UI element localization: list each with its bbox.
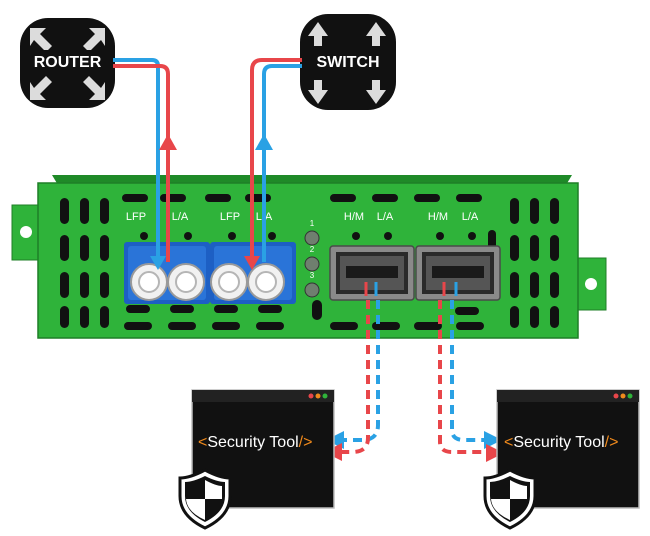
status-led-label-2: 2 — [310, 245, 315, 254]
switch-label: SWITCH — [316, 54, 379, 71]
router-cable — [113, 58, 170, 262]
router-icon — [20, 18, 115, 108]
status-led-1 — [304, 230, 320, 246]
status-led-label-3: 3 — [310, 271, 315, 280]
network-tap-device: LFP L/A LFP L/A H/M L/A H/M L/A — [11, 175, 607, 339]
sfp-port-1[interactable] — [329, 245, 415, 301]
port-leds — [140, 232, 476, 240]
tool-label-left: <Security Tool/> — [198, 434, 312, 451]
sfp-label-hm-2: H/M — [428, 211, 448, 223]
switch-cable — [250, 58, 302, 262]
port-label-lfp-1: LFP — [126, 211, 146, 223]
switch-icon — [300, 14, 396, 110]
arrow-right-blue — [484, 431, 502, 449]
switch-cable-front — [244, 134, 273, 270]
window-dot-green — [322, 393, 328, 399]
arrow-down-blue — [150, 256, 166, 270]
vent-slots — [60, 194, 559, 330]
security-tool-right: <Security Tool/> — [496, 389, 640, 509]
window-dot-green — [627, 393, 633, 399]
window-dot-red — [308, 393, 314, 399]
port-label-la-1: L/A — [172, 211, 189, 223]
router-cable-front — [150, 134, 177, 270]
switch-node: SWITCH — [300, 14, 396, 110]
arrow-down-red — [244, 256, 260, 270]
shield-icon — [178, 468, 232, 530]
sfp-port-2[interactable] — [415, 245, 501, 301]
arrow-up-red — [159, 134, 177, 150]
router-node: ROUTER — [20, 18, 115, 108]
window-dot-orange — [620, 393, 626, 399]
fiber-port-1[interactable] — [130, 263, 168, 301]
port-label-lfp-2: LFP — [220, 211, 240, 223]
status-led-3 — [304, 282, 320, 298]
security-tool-left: <Security Tool/> — [191, 389, 335, 509]
tool-label-right: <Security Tool/> — [504, 434, 618, 451]
window-dot-red — [613, 393, 619, 399]
status-led-2 — [304, 256, 320, 272]
sfp-label-hm-1: H/M — [344, 211, 364, 223]
shield-icon — [483, 468, 537, 530]
router-label: ROUTER — [34, 54, 102, 71]
sfp-label-la-2: L/A — [462, 211, 479, 223]
monitor-link-left — [340, 300, 380, 454]
fiber-port-4[interactable] — [247, 263, 285, 301]
status-led-panel: 1 2 3 — [304, 219, 320, 298]
arrow-up-blue — [255, 134, 273, 150]
status-led-label-1: 1 — [310, 219, 315, 228]
fiber-port-2[interactable] — [167, 263, 205, 301]
window-dot-orange — [315, 393, 321, 399]
arrow-right-red — [486, 444, 504, 462]
fiber-port-3[interactable] — [210, 263, 248, 301]
sfp-label-la-1: L/A — [377, 211, 394, 223]
monitor-link-right — [438, 300, 486, 454]
